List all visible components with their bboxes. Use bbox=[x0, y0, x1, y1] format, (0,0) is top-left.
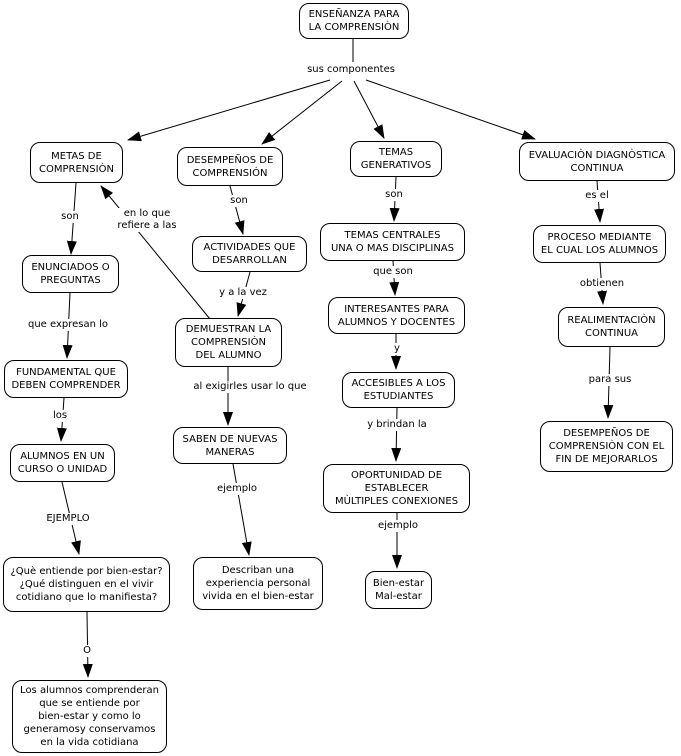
edge-accesibles-oportunidad bbox=[391, 407, 402, 462]
node-describan-una-experiencia-personal: Describan una experiencia personal vivid… bbox=[193, 557, 323, 610]
edge-label-en-lo-que-refiere: en lo que refiere a las bbox=[115, 208, 179, 232]
edge-label-sus-componentes: sus componentes bbox=[305, 64, 397, 76]
node-saben-de-nuevas-maneras: SABEN DE NUEVAS MANERAS bbox=[173, 427, 287, 464]
node-demuestran-la-comprension-del-alumno: DEMUESTRAN LA COMPRENSIÒN DEL ALUMNO bbox=[175, 318, 282, 367]
edge-label-que-son: que son bbox=[371, 266, 415, 278]
node-ensenanza-para-la-comprension: ENSEÑANZA PARA LA COMPRENSIÒN bbox=[299, 3, 409, 39]
node-oportunidad-multiples-conexiones: OPORTUNIDAD DE ESTABLECER MÙLTIPLES CONE… bbox=[323, 464, 470, 513]
node-fundamental-que-deben-comprender: FUNDAMENTAL QUE DEBEN COMPRENDER bbox=[4, 360, 128, 398]
node-alumnos-en-un-curso-o-unidad: ALUMNOS EN UN CURSO O UNIDAD bbox=[10, 444, 115, 482]
edge-to-temas-generativos bbox=[353, 80, 385, 139]
node-desempenos-fin-de-mejorarlos: DESEMPEÑOS DE COMPRENSIÒN CON EL FIN DE … bbox=[540, 421, 673, 472]
edge-label-para-sus: para sus bbox=[586, 374, 634, 386]
node-temas-centrales-disciplinas: TEMAS CENTRALES UNA O MAS DISCIPLINAS bbox=[320, 223, 465, 261]
edge-label-son: son bbox=[59, 211, 81, 223]
edge-label-ejemplo-caps: EJEMPLO bbox=[44, 513, 92, 525]
node-los-alumnos-comprenderan: Los alumnos comprenderan que se entiende… bbox=[12, 680, 167, 753]
node-realimentacion-continua: REALIMENTACIÒN CONTINUA bbox=[558, 307, 665, 347]
edge-to-desempenos bbox=[261, 80, 343, 145]
node-temas-generativos: TEMAS GENERATIVOS bbox=[350, 141, 442, 177]
edge-to-metas bbox=[127, 79, 331, 142]
edge-label-ejemplo: ejemplo bbox=[375, 520, 421, 532]
edge-label-obtienen: obtienen bbox=[577, 278, 627, 290]
node-desempenos-de-comprension: DESEMPEÑOS DE COMPRENSIÓN bbox=[177, 147, 283, 186]
node-evaluacion-diagnostica-continua: EVALUACIÒN DIAGNÒSTICA CONTINUA bbox=[519, 142, 675, 181]
node-interesantes-para-alumnos-y-docentes: INTERESANTES PARA ALUMNOS Y DOCENTES bbox=[328, 297, 465, 334]
node-enunciados-o-preguntas: ENUNCIADOS O PREGUNTAS bbox=[22, 255, 119, 293]
edge-label-y-a-la-vez: y a la vez bbox=[217, 287, 269, 299]
edge-saben-describan bbox=[232, 463, 252, 556]
node-proceso-mediante-el-cual: PROCESO MEDIANTE EL CUAL LOS ALUMNOS bbox=[533, 225, 666, 263]
edge-label-que-expresan-lo: que expresan lo bbox=[25, 319, 111, 331]
edge-label-son: son bbox=[383, 189, 405, 201]
node-accesibles-a-los-estudiantes: ACCESIBLES A LOS ESTUDIANTES bbox=[342, 372, 455, 408]
edge-to-evaluacion bbox=[365, 79, 536, 140]
node-actividades-que-desarrollan: ACTIVIDADES QUE DESARROLLAN bbox=[192, 236, 307, 272]
edge-label-y: y bbox=[392, 343, 402, 355]
edge-label-o: O bbox=[81, 645, 93, 657]
edge-desempenos-actividades bbox=[229, 185, 245, 235]
edge-label-son: son bbox=[228, 195, 250, 207]
node-metas-de-comprension: METAS DE COMPRENSIÒN bbox=[30, 142, 123, 183]
edge-label-ejemplo: ejemplo bbox=[214, 483, 260, 495]
node-que-entiende-por-bien-estar: ¿Què entiende por bien-estar? ¿Qué disti… bbox=[3, 557, 170, 612]
edge-label-es-el: es el bbox=[583, 190, 611, 202]
edge-que-entiende-los-alumnos bbox=[82, 611, 93, 678]
edge-label-los: los bbox=[50, 410, 70, 422]
node-bien-estar-mal-estar: Bien-estar Mal-estar bbox=[365, 571, 432, 609]
edge-label-al-exigirles: al exigirles usar lo que bbox=[191, 381, 309, 393]
edge-label-y-brindan-la: y brindan la bbox=[365, 419, 429, 431]
